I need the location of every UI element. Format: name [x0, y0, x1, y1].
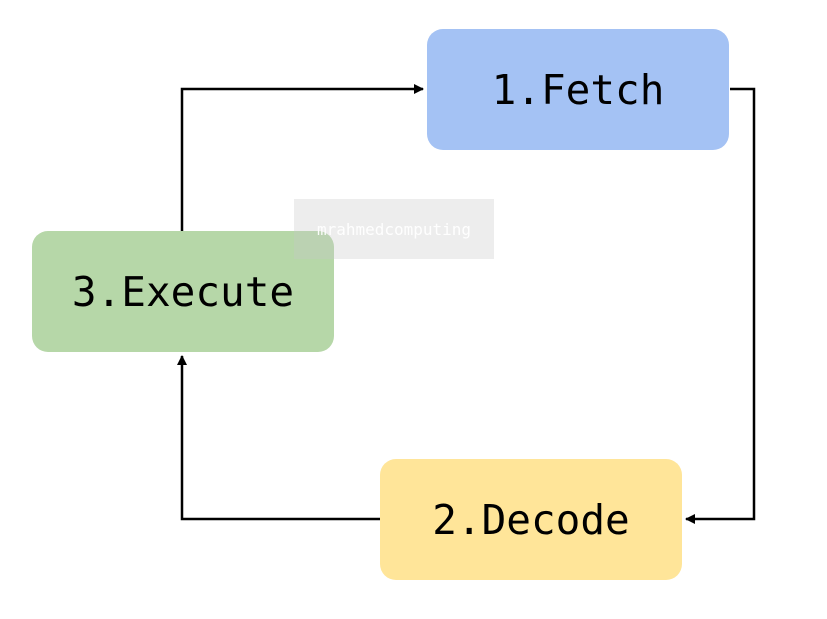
- node-fetch: 1.Fetch: [427, 29, 729, 150]
- edge-fetch-to-decode: [685, 87, 756, 524]
- edge-execute-to-fetch: [180, 84, 424, 231]
- watermark: mrahmedcomputing: [294, 199, 494, 259]
- watermark-text: mrahmedcomputing: [316, 219, 472, 239]
- node-decode: 2.Decode: [380, 459, 682, 580]
- edge-decode-to-execute: [177, 355, 380, 521]
- node-decode-label: 2.Decode: [432, 495, 630, 544]
- node-execute-label: 3.Execute: [71, 267, 295, 316]
- node-execute: 3.Execute: [32, 231, 334, 352]
- node-fetch-label: 1.Fetch: [491, 65, 665, 114]
